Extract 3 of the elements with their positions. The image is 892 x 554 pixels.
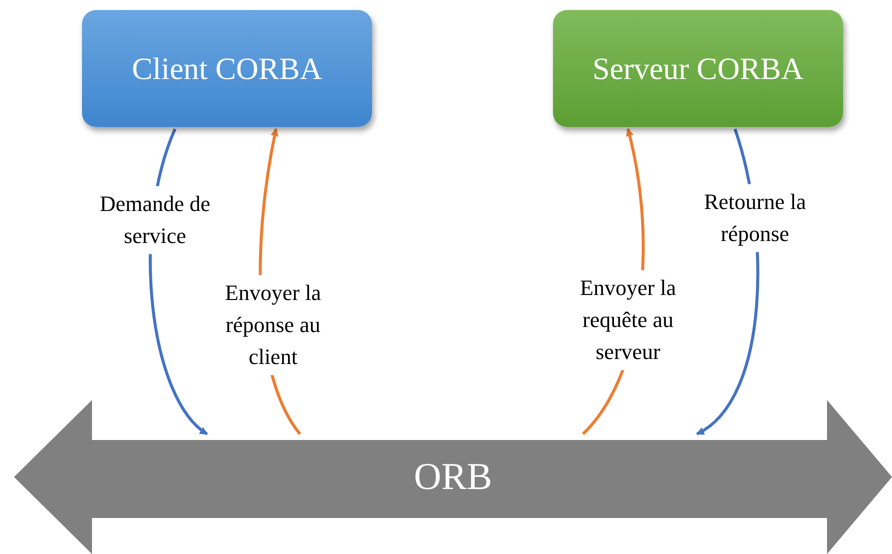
component-box: Client CORBA <box>82 10 372 127</box>
band-label: ORB <box>414 455 492 499</box>
component-box: Serveur CORBA <box>553 10 843 127</box>
